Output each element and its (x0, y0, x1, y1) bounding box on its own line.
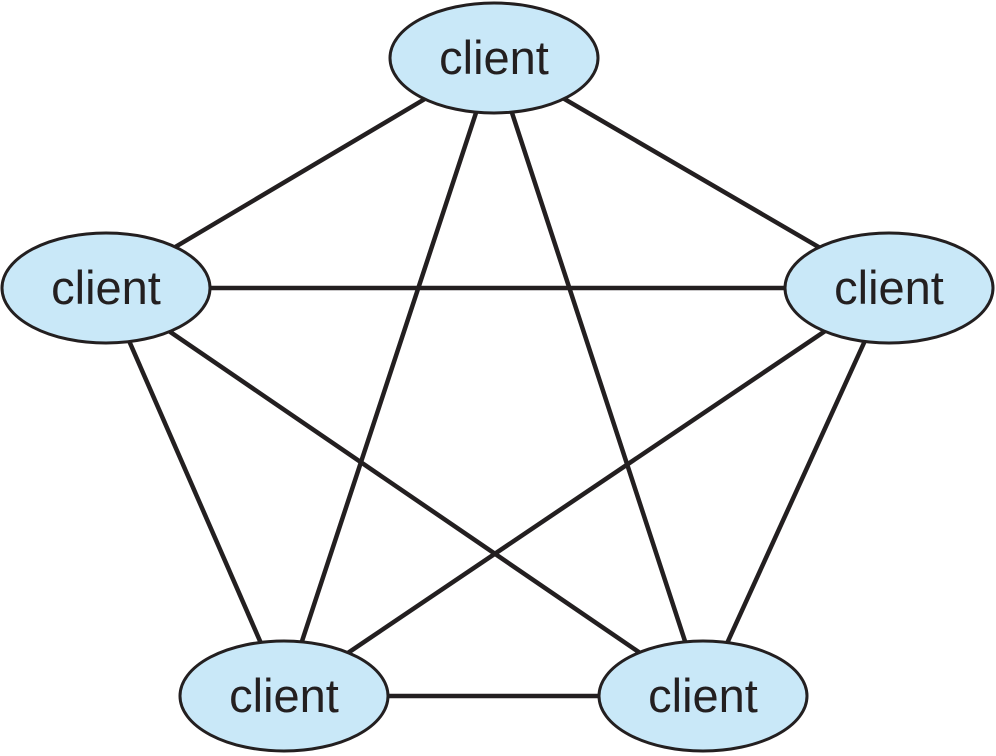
edge-top-to-right (562, 96, 821, 250)
edge-top-to-left (174, 97, 426, 249)
edge-right-to-bottom-right (725, 340, 867, 644)
edge-right-to-bottom-left (346, 329, 827, 655)
client-node-label: client (648, 669, 758, 722)
client-node-label: client (51, 261, 161, 314)
client-node-label: client (834, 261, 944, 314)
client-node-bottom-left: client (178, 639, 390, 753)
client-node-ellipse (0, 231, 212, 345)
client-node-ellipse (597, 639, 809, 753)
edge-left-to-bottom-left (127, 340, 263, 644)
client-node-ellipse (178, 639, 390, 753)
connection-lines (127, 96, 867, 699)
edge-top-to-bottom-right (509, 111, 688, 643)
client-node-left: client (0, 231, 212, 345)
client-node-right: client (783, 231, 995, 345)
client-node-ellipse (783, 231, 995, 345)
client-node-bottom-right: client (597, 639, 809, 753)
client-node-top: client (388, 1, 600, 115)
client-node-label: client (439, 31, 549, 84)
client-node-ellipse (388, 1, 600, 115)
client-node-label: client (229, 669, 339, 722)
edge-top-to-bottom-left (299, 111, 479, 643)
edge-left-to-bottom-right (168, 329, 641, 655)
